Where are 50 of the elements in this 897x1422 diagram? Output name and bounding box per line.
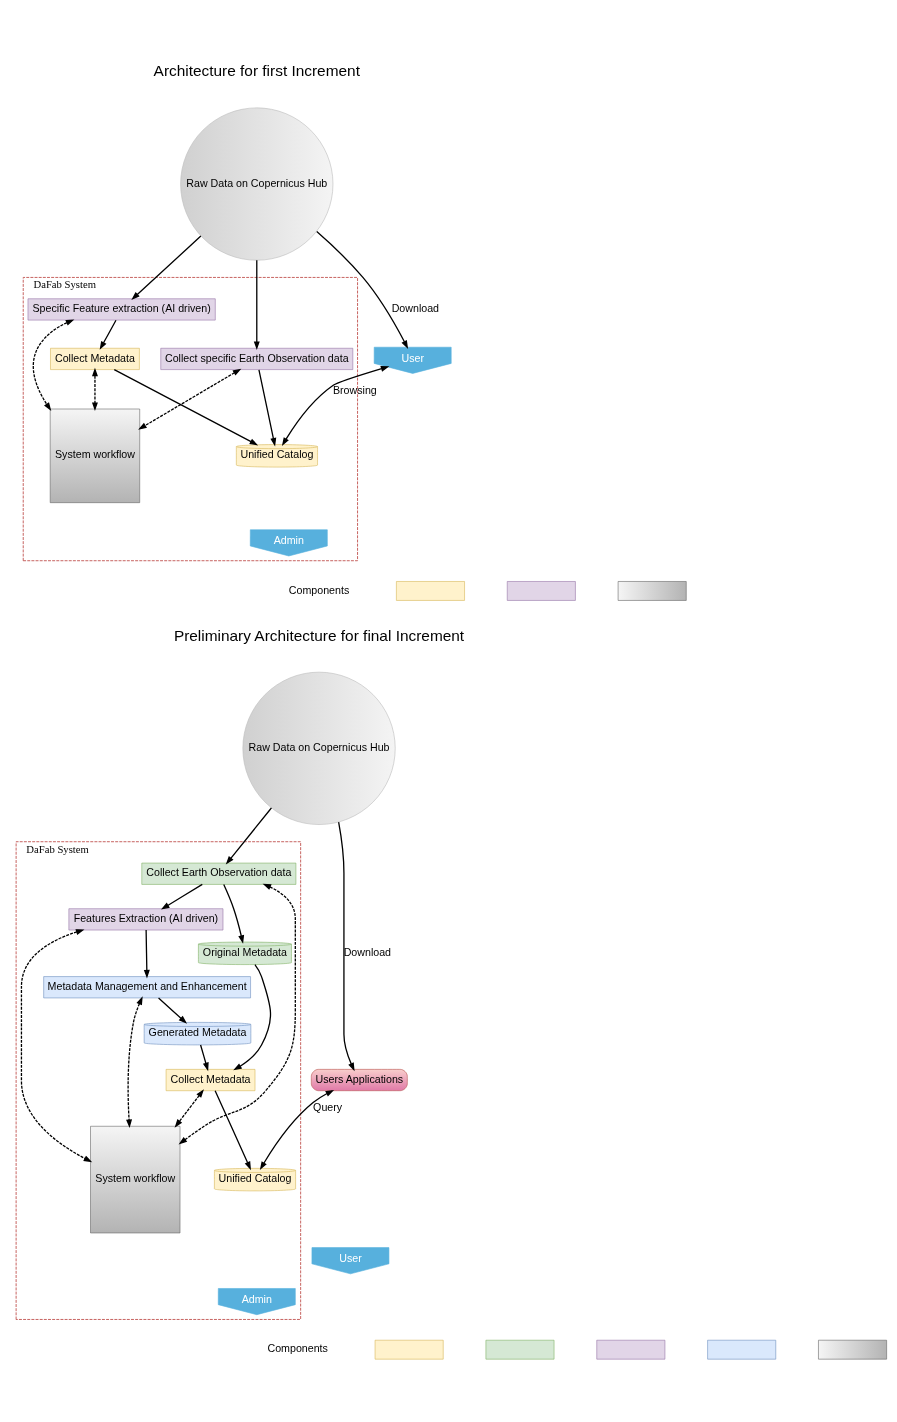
- node-box: Collect specific Earth Observation data: [159, 347, 353, 370]
- arrow: [222, 883, 244, 944]
- node-box: System workflow: [49, 408, 140, 503]
- arrow: [32, 319, 74, 411]
- arrow: [337, 821, 355, 1072]
- arrow: [281, 365, 389, 447]
- node-box: Features Extraction (AI driven): [68, 908, 223, 931]
- label: Architecture for first Increment: [153, 62, 360, 80]
- arrow: [174, 1089, 204, 1128]
- arrow: [125, 996, 143, 1129]
- label: Preliminary Architecture for final Increment: [173, 626, 464, 644]
- arrow: [99, 319, 117, 350]
- arrow: [257, 369, 276, 447]
- node-box: [617, 581, 687, 601]
- edge-label: Browsing: [332, 383, 377, 396]
- node-box: [817, 1339, 887, 1360]
- arrow: [225, 807, 272, 865]
- node-box: Collect Earth Observation data: [141, 862, 296, 885]
- arrow: [91, 367, 98, 411]
- node-box: [395, 581, 465, 601]
- arrow: [259, 1089, 334, 1171]
- arrow: [143, 929, 150, 979]
- edge-label: Download: [391, 302, 439, 315]
- arrow: [178, 883, 296, 1145]
- node-box: Metadata Management and Enhancement: [42, 976, 251, 999]
- label: Components: [288, 583, 349, 596]
- node-box: [706, 1339, 776, 1360]
- node-box: Users Applications: [310, 1069, 408, 1091]
- arrow: [214, 1090, 251, 1171]
- arrow: [160, 883, 203, 910]
- arrow: [113, 369, 258, 446]
- arrow: [20, 929, 92, 1163]
- node-circle: Raw Data on Copernicus Hub: [242, 671, 395, 825]
- node-box: System workflow: [89, 1125, 180, 1234]
- node-box: Collect Metadata: [49, 347, 140, 370]
- arrow: [157, 997, 187, 1024]
- node-box: [374, 1339, 443, 1360]
- label: Components: [266, 1342, 328, 1355]
- node-box: [595, 1339, 665, 1360]
- node-box: Collect Metadata: [165, 1069, 255, 1091]
- arrow: [199, 1044, 209, 1072]
- arrow: [130, 235, 201, 300]
- node-box: Specific Feature extraction (AI driven): [27, 298, 216, 321]
- node-circle: Raw Data on Copernicus Hub: [179, 107, 333, 261]
- arrow: [253, 259, 260, 350]
- arrow: [137, 368, 241, 430]
- arrow: [315, 230, 408, 349]
- edge-label: Query: [312, 1101, 342, 1114]
- node-box: [506, 581, 576, 601]
- node-box: [485, 1339, 554, 1360]
